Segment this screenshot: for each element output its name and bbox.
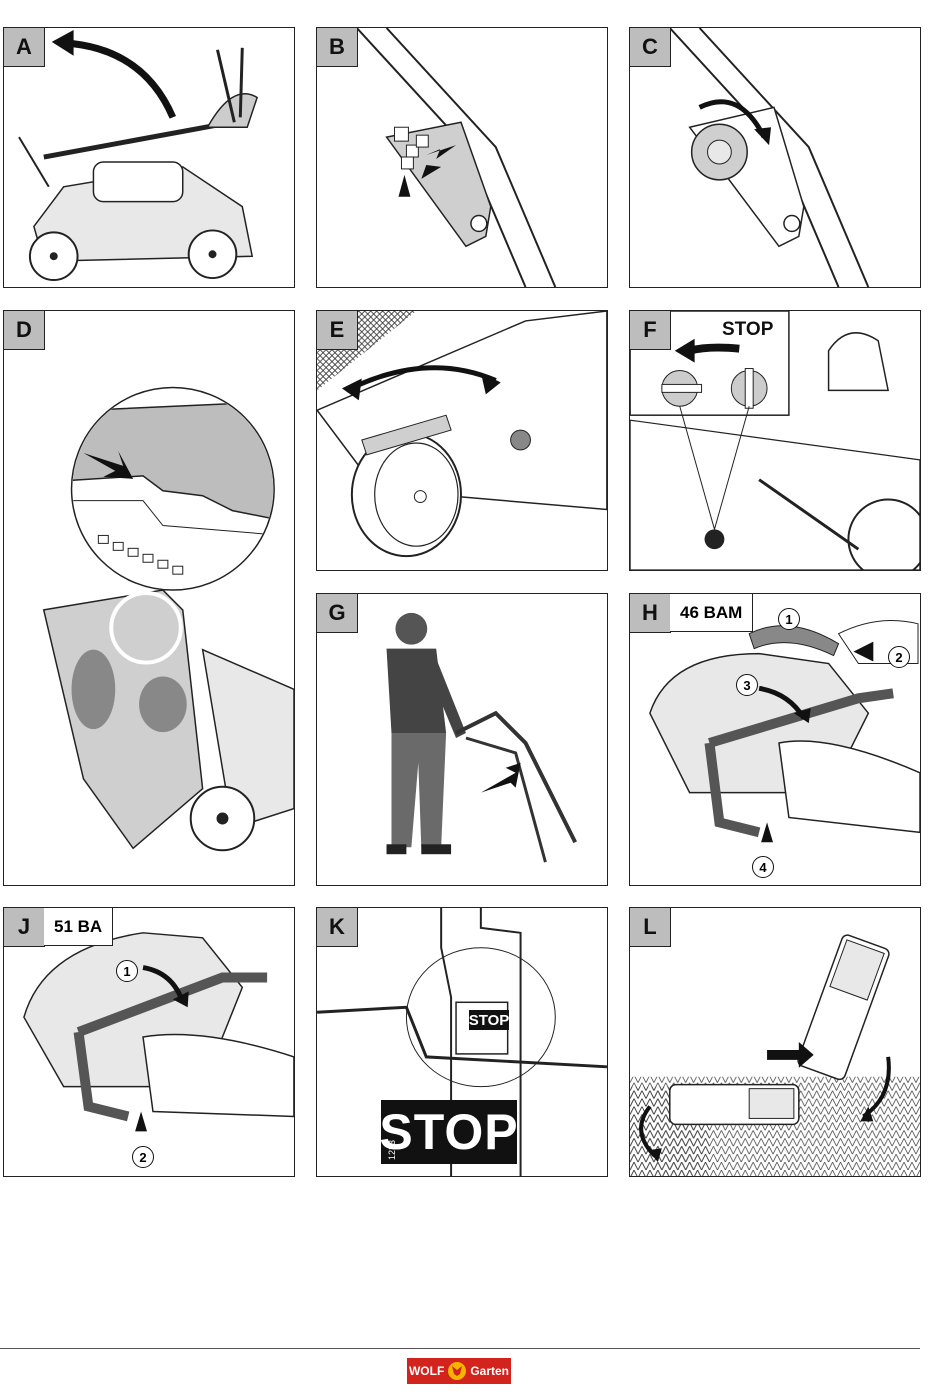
logo-text-garten: Garten — [470, 1364, 509, 1378]
stop-sign: STOP — [381, 1100, 517, 1164]
panel-label: G — [317, 594, 358, 633]
model-tag: 51 BA — [44, 908, 113, 946]
panel-h: H 46 BAM 1 2 3 4 — [629, 593, 921, 886]
mowing-direction-illustration — [630, 908, 920, 1176]
panel-label: C — [630, 28, 671, 67]
panel-e: E — [316, 310, 608, 571]
step-2: 2 — [888, 646, 910, 668]
grass-box-removal-illustration — [4, 908, 294, 1176]
mower-folded-handle-illustration — [4, 28, 294, 287]
step-2: 2 — [132, 1146, 154, 1168]
step-4: 4 — [752, 856, 774, 878]
panel-label: E — [317, 311, 358, 350]
panel-label: F — [630, 311, 671, 350]
panel-d: D — [3, 310, 295, 886]
wolf-garten-logo: WOLF Garten — [407, 1358, 511, 1384]
panel-label: B — [317, 28, 358, 67]
grass-box-removal-illustration — [630, 594, 920, 885]
panel-l: L — [629, 907, 921, 1177]
panel-label: D — [4, 311, 45, 350]
panel-g: G — [316, 593, 608, 886]
panel-a: A — [3, 27, 295, 288]
operator-holding-handle-illustration — [317, 594, 607, 885]
stop-switch-label: STOP — [469, 1010, 509, 1030]
panel-b: B — [316, 27, 608, 288]
panel-label: L — [630, 908, 671, 947]
footer-divider — [0, 1348, 920, 1349]
panel-label: J — [4, 908, 45, 947]
fox-icon — [448, 1362, 466, 1380]
panel-label: H — [630, 594, 671, 633]
step-1: 1 — [778, 608, 800, 630]
step-1: 1 — [116, 960, 138, 982]
rear-wheel-height-illustration — [317, 311, 607, 570]
panel-j: J 51 BA 1 2 — [3, 907, 295, 1177]
panel-label: A — [4, 28, 45, 67]
panel-c: C — [629, 27, 921, 288]
height-adjust-lever-illustration — [317, 28, 607, 287]
step-3: 3 — [736, 674, 758, 696]
panel-k: K STOP STOP 1233 — [316, 907, 608, 1177]
height-adjust-knob-illustration — [630, 28, 920, 287]
panel-label: K — [317, 908, 358, 947]
stop-label: STOP — [722, 319, 773, 341]
grass-box-attach-illustration — [4, 311, 294, 885]
model-tag: 46 BAM — [670, 594, 753, 632]
engine-stop-lever-illustration — [630, 311, 920, 570]
logo-text-wolf: WOLF — [409, 1364, 444, 1378]
part-code: 1233 — [387, 1140, 397, 1160]
panel-f: F STOP — [629, 310, 921, 571]
